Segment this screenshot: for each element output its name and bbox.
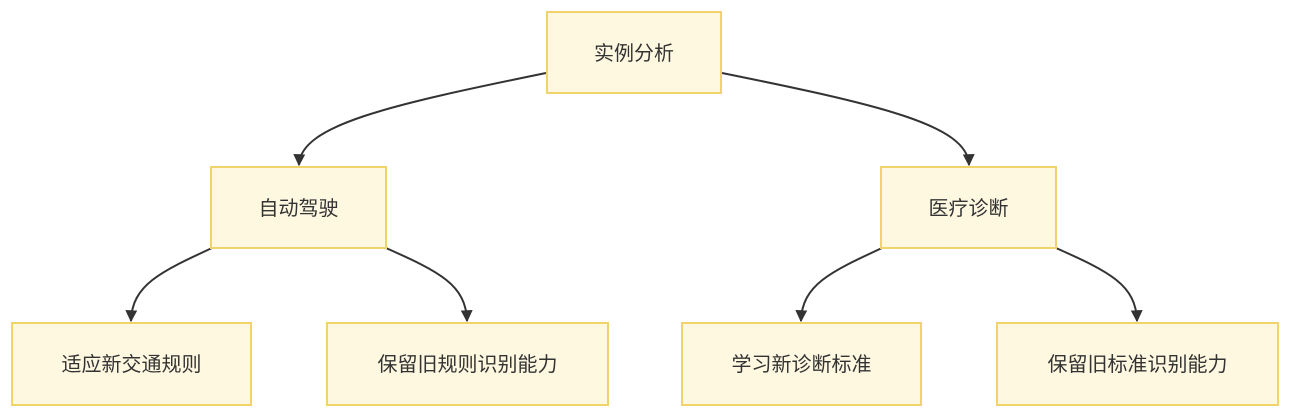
node-label: 保留旧标准识别能力 xyxy=(1047,352,1228,376)
node-learn-new-diagnostic-standards: 学习新诊断标准 xyxy=(681,322,922,406)
node-retain-old-rule-recognition: 保留旧规则识别能力 xyxy=(326,322,609,406)
edge-root-to-autonomous-driving xyxy=(293,72,547,167)
edge-medical-to-keep-old-standards xyxy=(1055,247,1143,323)
node-label: 保留旧规则识别能力 xyxy=(377,352,558,376)
edge-autonomous-to-new-rules xyxy=(125,247,213,323)
edge-autonomous-to-keep-old-rules xyxy=(385,247,473,323)
node-label: 自动驾驶 xyxy=(258,195,339,220)
node-label: 实例分析 xyxy=(594,40,674,65)
node-label: 适应新交通规则 xyxy=(61,352,202,376)
node-label: 学习新诊断标准 xyxy=(731,352,872,376)
node-adapt-new-traffic-rules: 适应新交通规则 xyxy=(11,322,252,406)
node-case-analysis: 实例分析 xyxy=(546,11,722,94)
edge-root-to-medical-diagnosis xyxy=(721,72,975,167)
node-label: 医疗诊断 xyxy=(928,195,1009,220)
node-autonomous-driving: 自动驾驶 xyxy=(210,166,387,249)
node-medical-diagnosis: 医疗诊断 xyxy=(880,166,1057,249)
edge-medical-to-new-standards xyxy=(795,247,883,323)
node-retain-old-standard-recognition: 保留旧标准识别能力 xyxy=(996,322,1279,406)
